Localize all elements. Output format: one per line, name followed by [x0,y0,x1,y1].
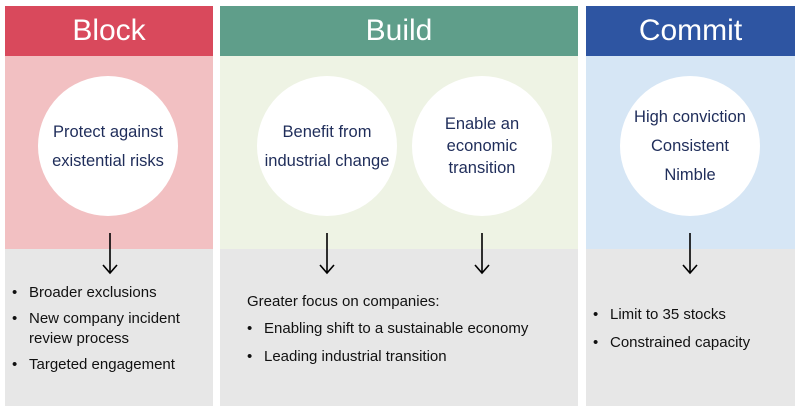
circle-text-line: Consistent [651,137,729,155]
down-arrow-icon [680,233,700,275]
circle-text-line: existential risks [52,151,164,170]
column-block: Block Protect against existential risks … [5,6,213,406]
list-item: Constrained capacity [592,333,790,353]
column-commit: Commit High conviction Consistent Nimble… [586,6,795,406]
bullet-list-commit: Limit to 35 stocks Constrained capacity [592,305,790,359]
circle-benefit: Benefit from industrial change [257,76,397,216]
down-arrow-icon [472,233,492,275]
circle-text-line: industrial change [264,151,390,170]
list-item: Limit to 35 stocks [592,305,790,325]
bullet-list-block: Broader exclusions New company incident … [11,283,207,381]
circle-text-line: Benefit from [282,122,372,141]
column-middle-build: Benefit from industrial change Enable an… [220,56,578,249]
down-arrow-icon [317,233,337,275]
column-bottom-block: Broader exclusions New company incident … [5,233,213,406]
column-middle-block: Protect against existential risks [5,56,213,249]
list-item: New company incident review process [11,309,194,349]
column-bottom-commit: Limit to 35 stocks Constrained capacity [586,233,795,406]
circle-enable: Enable an economic transition [412,76,552,216]
circle-text-line: Protect against [52,122,164,141]
circle-text-line: Enable an [444,115,520,133]
list-item: Broader exclusions [11,283,207,303]
column-bottom-build: Greater focus on companies: Enabling shi… [220,233,578,406]
column-build: Build Benefit from industrial change Ena… [220,6,578,406]
circle-text-line: economic [446,137,518,155]
circle-text-line: transition [448,159,516,177]
list-item: Enabling shift to a sustainable economy [246,319,576,339]
column-header-commit: Commit [586,6,795,56]
column-header-block: Block [5,6,213,56]
list-item: Leading industrial transition [246,347,576,367]
circle-text-line: Nimble [664,166,716,184]
bullet-list-build: Enabling shift to a sustainable economy … [246,319,576,373]
circle-conviction: High conviction Consistent Nimble [620,76,760,216]
down-arrow-icon [100,233,120,275]
focus-title: Greater focus on companies: [247,293,440,310]
column-header-build: Build [220,6,578,56]
column-middle-commit: High conviction Consistent Nimble [586,56,795,249]
list-item: Targeted engagement [11,355,207,375]
circle-text-line: High conviction [634,108,746,126]
circle-protect: Protect against existential risks [38,76,178,216]
